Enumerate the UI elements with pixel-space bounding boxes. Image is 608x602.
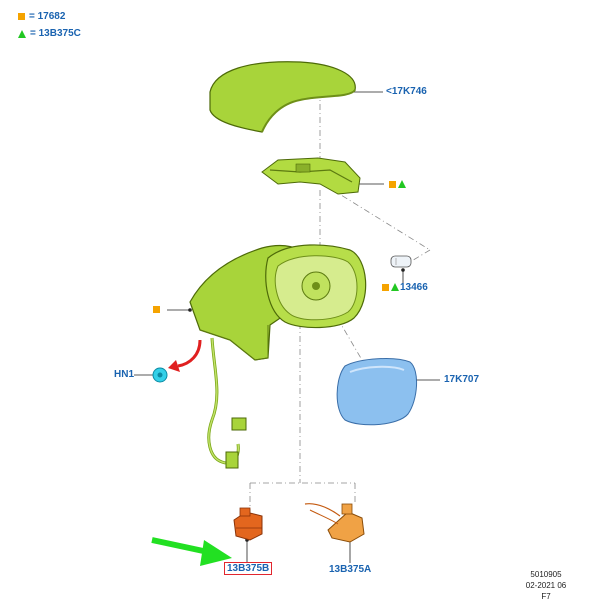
legend-item-square: = 17682 — [18, 11, 65, 22]
glass-callout: 17K707 — [444, 374, 480, 385]
bulb-line-a — [319, 181, 431, 251]
clip-callout: HN1 — [114, 369, 135, 380]
legend-text: = 17682 — [29, 11, 66, 22]
triangle-marker-icon — [398, 180, 406, 188]
square-marker-icon — [382, 283, 389, 291]
red-direction-arrow-icon — [168, 339, 202, 372]
mirror-glass-part — [336, 358, 417, 426]
reference-code: F7 — [541, 592, 551, 601]
clip-part — [152, 367, 168, 383]
square-marker-icon — [389, 180, 396, 188]
bulb-part — [390, 255, 412, 268]
mirror-housing-part — [189, 244, 367, 361]
reference-date: 02-2021 06 — [525, 581, 567, 590]
cap-callout: <17K746 — [386, 86, 427, 97]
triangle-marker-icon — [391, 283, 399, 291]
bulb-line-b — [409, 249, 431, 263]
wiring-harness-part — [207, 337, 247, 469]
bulb-callout: 13466 — [400, 282, 428, 293]
green-pointer-arrow-icon — [151, 537, 232, 566]
housing-markers — [153, 306, 160, 313]
square-marker-icon — [153, 306, 160, 313]
diagram-reference: 5010905 02-2021 06 F7 — [518, 569, 574, 602]
bulb-markers — [382, 283, 399, 291]
mirror-mount-part — [261, 157, 361, 195]
mirror-cap-part — [209, 61, 356, 133]
mount-markers — [389, 180, 406, 188]
right-motor-callout: 13B375A — [329, 564, 372, 575]
legend-item-triangle: = 13B375C — [18, 28, 81, 39]
triangle-marker-icon — [18, 29, 26, 38]
reference-number: 5010905 — [530, 570, 562, 579]
right-motor-part — [304, 503, 365, 543]
left-motor-callout: 13B375B — [224, 562, 273, 575]
left-motor-part — [233, 507, 263, 541]
legend-text: = 13B375C — [30, 28, 81, 39]
square-marker-icon — [18, 13, 25, 20]
